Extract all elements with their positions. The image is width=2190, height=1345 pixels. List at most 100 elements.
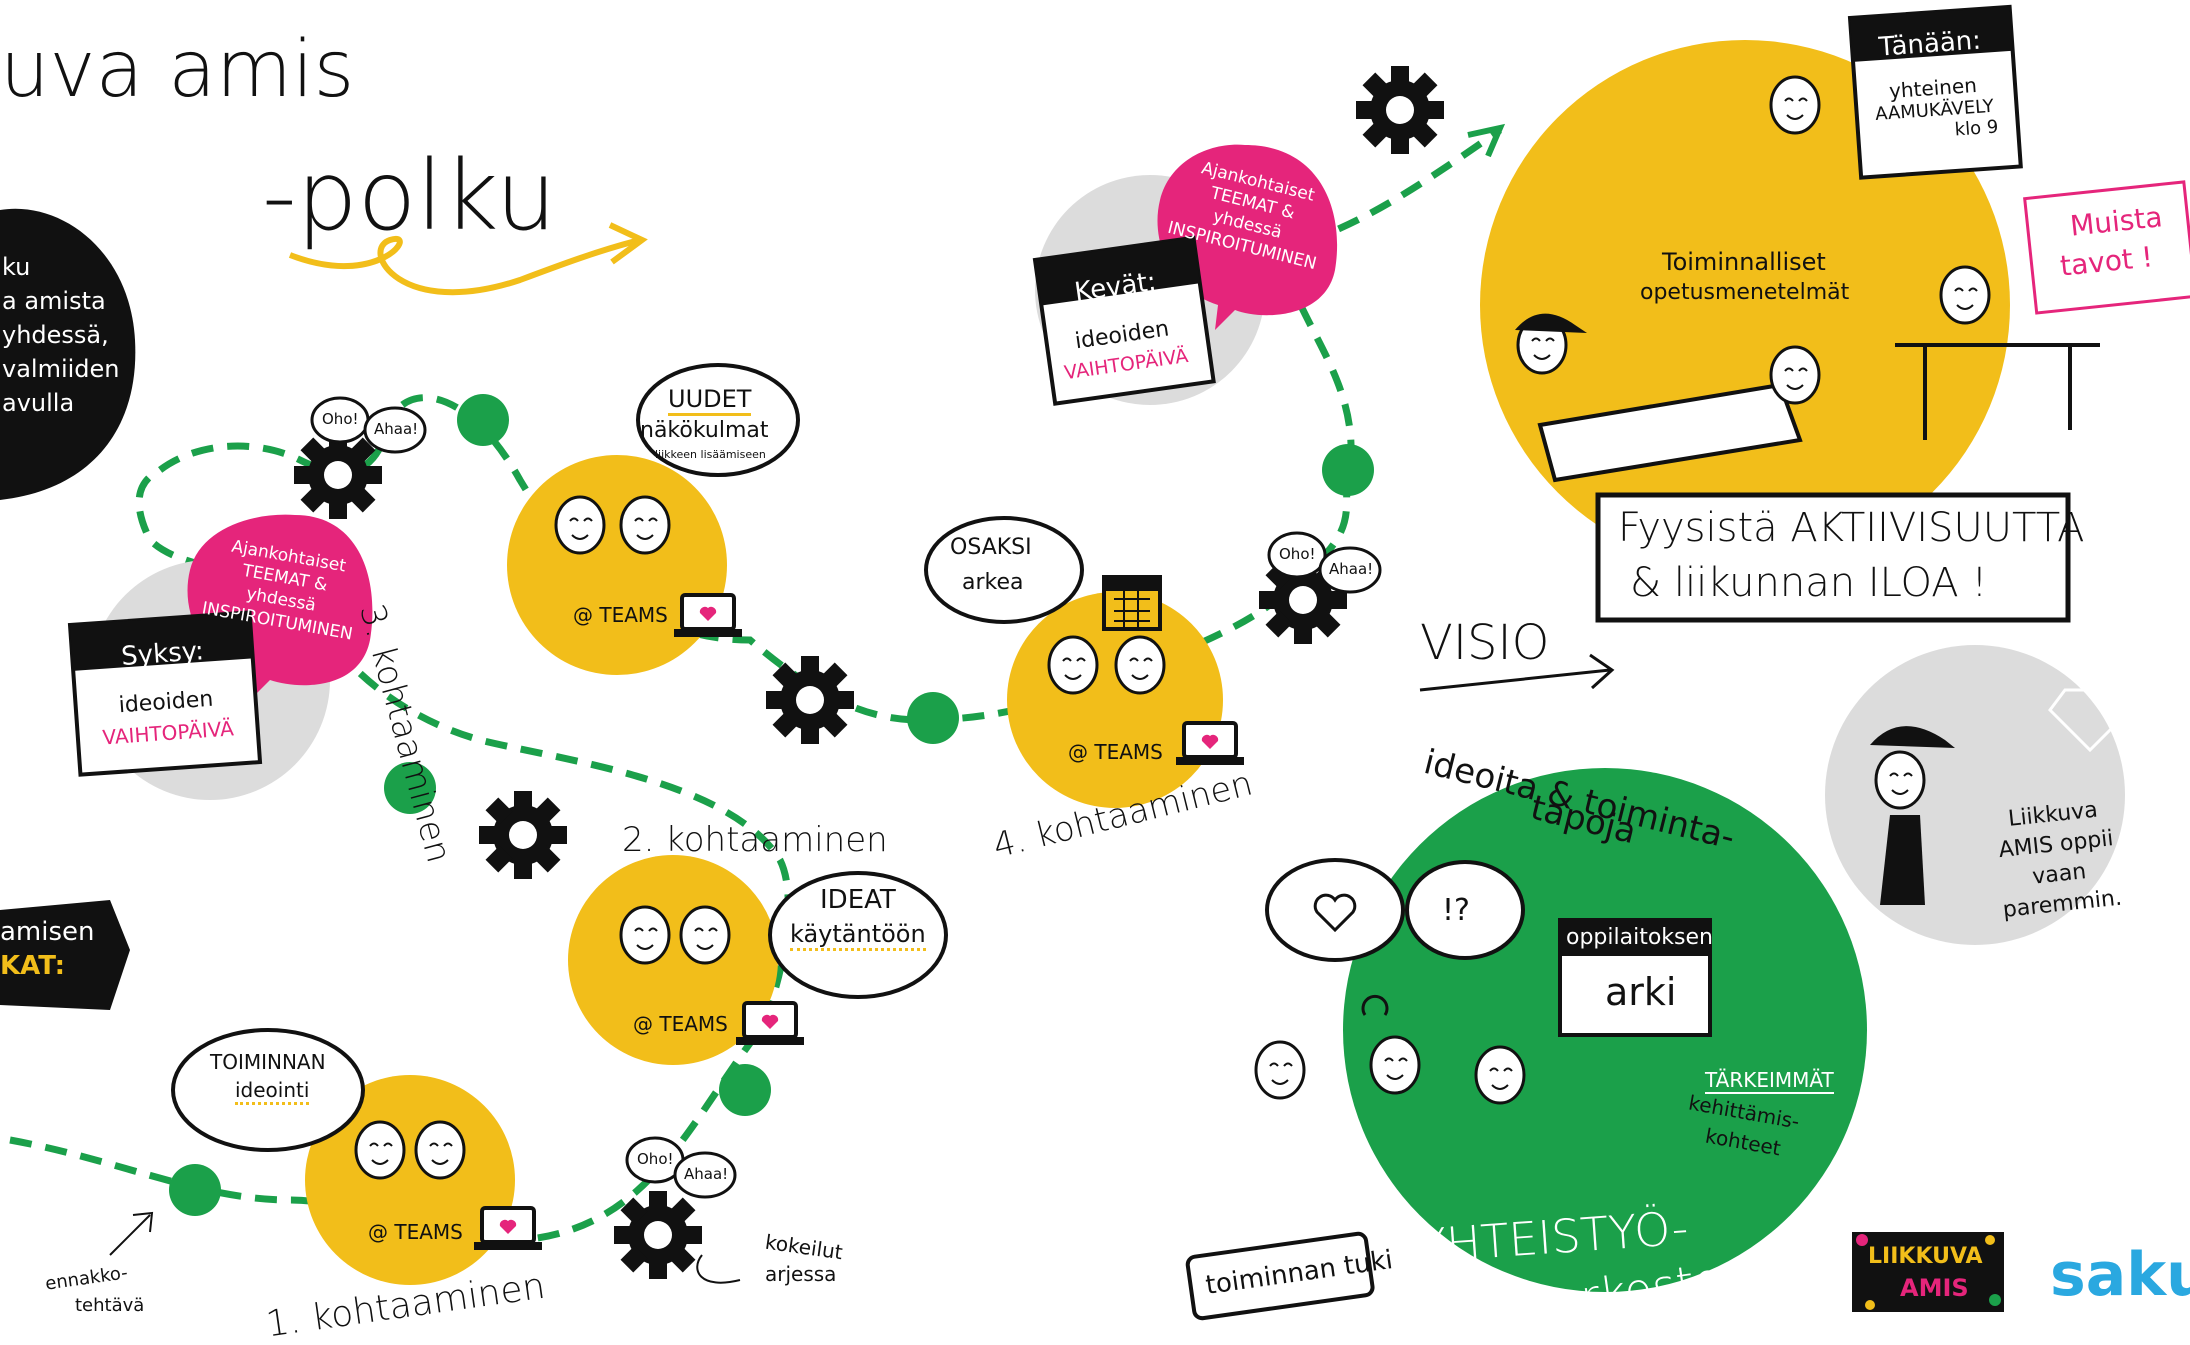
title-line-1: uva amis [0, 25, 355, 115]
gear-icon [766, 656, 854, 744]
autumn-card [67, 610, 263, 777]
meeting-3-bubble [636, 363, 800, 477]
ahaa-text: Ahaa! [374, 420, 419, 438]
face-icon [1114, 635, 1166, 695]
path-dot [457, 394, 509, 446]
dev-line1: TÄRKEIMMÄT [1705, 1068, 1834, 1094]
left-blob-line: yhdessä, [2, 321, 109, 349]
left-black-blob [0, 208, 136, 501]
ahaa-text: Ahaa! [1329, 560, 1374, 578]
meeting-1-circle [305, 1075, 515, 1285]
oho-text: Oho! [637, 1150, 674, 1168]
meeting-2-teams: @ TEAMS [633, 1012, 728, 1036]
gear-icon [614, 1191, 702, 1279]
left-black-tag [0, 900, 130, 1010]
body-figure [1880, 815, 1925, 905]
meeting-1-teams: @ TEAMS [368, 1220, 463, 1244]
today-board-text: Tänään: yhteinen AAMUKÄVELY klo 9 [1851, 17, 2014, 148]
diamond-icon [2048, 688, 2132, 753]
autumn-card-text: Syksy: ideoiden VAIHTOPÄIVÄ [76, 626, 253, 751]
vision-banner-line2: & liikunnan ILOA ! [1630, 560, 1988, 606]
spring-card [1032, 235, 1216, 406]
saku-logo: saku [2050, 1240, 2190, 1310]
left-tag-text: amisen KAT: [0, 915, 95, 983]
meeting-2-label: 2. kohtaaminen [622, 820, 888, 860]
face-icon [1769, 75, 1821, 135]
title-arrow [288, 235, 641, 296]
meeting-1-bubble-line2: ideointi [235, 1078, 310, 1105]
school-header: oppilaitoksen [1566, 925, 1713, 950]
visio-label: VISIO [1420, 615, 1550, 671]
left-blob-line: ku [2, 253, 31, 281]
meeting-2-bubble [768, 871, 948, 999]
title-line-2: -polku [262, 140, 557, 252]
trials-line2: arjessa [765, 1262, 837, 1286]
face-icon [619, 905, 671, 965]
face-icon [1254, 1040, 1306, 1100]
laptop-heart-icon [472, 1206, 544, 1252]
spiral-icon [1361, 994, 1389, 1016]
ahaa-bubble [673, 1151, 737, 1199]
meeting-2-bubble-line1: IDEAT [820, 885, 896, 915]
meeting-4-teams: @ TEAMS [1068, 740, 1163, 764]
desk [1895, 343, 2100, 440]
face-icon [1047, 635, 1099, 695]
support-tag [1185, 1231, 1375, 1321]
methods-line2: opetusmenetelmät [1640, 280, 1850, 305]
meeting-3-bubble-line2: näkökulmat [640, 418, 769, 443]
laptop-heart-icon [1174, 721, 1246, 767]
question-text: !? [1442, 893, 1470, 928]
left-blob-line: avulla [2, 389, 75, 417]
cap-icon [1870, 726, 1955, 748]
ahaa-bubble [363, 406, 427, 454]
ahaa-bubble [1318, 546, 1382, 594]
diamond-circle-text: Liikkuva AMIS oppii vaan paremmin. [1992, 794, 2124, 926]
question-bubble [1405, 860, 1525, 960]
autumn-card-line1: ideoiden [117, 686, 215, 719]
path-dot [169, 1164, 221, 1216]
meeting-3-teams: @ TEAMS [573, 603, 668, 627]
face-icon [1769, 345, 1821, 405]
pre-task-line2: tehtävä [75, 1295, 145, 1316]
meeting-1-bubble-line1: TOIMINNAN [210, 1050, 326, 1074]
gear-icon [294, 431, 382, 519]
meeting-3-bubble-line3: liikkeen lisäämiseen [655, 448, 766, 461]
path-dot [1322, 444, 1374, 496]
meeting-4-bubble-line1: OSAKSI [950, 535, 1032, 560]
heart-icon [1313, 893, 1357, 933]
meeting-4-bubble-line2: arkea [962, 570, 1024, 595]
gear-icon [479, 791, 567, 879]
face-icon [1939, 265, 1991, 325]
methods-line1: Toiminnalliset [1662, 248, 1826, 276]
left-blob-line: valmiiden [2, 355, 120, 383]
path-dot [719, 1064, 771, 1116]
ahaa-text: Ahaa! [684, 1165, 729, 1183]
left-tag-line: KAT: [0, 951, 65, 981]
spring-pink-bubble [1157, 144, 1338, 330]
meeting-2-bubble-line2: käytäntöön [790, 920, 926, 951]
face-icon [554, 495, 606, 555]
face-icon [1369, 1035, 1421, 1095]
spring-card-text: Kevät: ideoiden VAIHTOPÄIVÄ [1038, 255, 1202, 386]
liikkuva-amis-logo-line2: AMIS [1900, 1274, 1969, 1302]
laptop-heart-icon [734, 1001, 806, 1047]
oho-text: Oho! [322, 410, 359, 428]
visio-arrow [1419, 653, 1615, 692]
path-dot [384, 762, 436, 814]
face-icon [1474, 1045, 1526, 1105]
vision-banner-line1: Fyysistä AKTIIVISUUTTA [1618, 505, 2085, 551]
vision-banner [1595, 492, 2071, 623]
oho-text: Oho! [1279, 545, 1316, 563]
face-icon [679, 905, 731, 965]
school-body: arki [1605, 970, 1677, 1014]
meeting-2-circle [568, 855, 778, 1065]
left-tag-line: amisen [0, 917, 95, 947]
vision-arrow [1467, 123, 1506, 158]
meeting-1-bubble [171, 1028, 365, 1152]
meeting-3-bubble-line1: UUDET [668, 385, 752, 416]
face-icon [354, 1120, 406, 1180]
gear-icon [1356, 66, 1444, 154]
path-dot [907, 692, 959, 744]
liikkuva-amis-logo-line1: LIIKKUVA [1868, 1244, 1983, 1269]
